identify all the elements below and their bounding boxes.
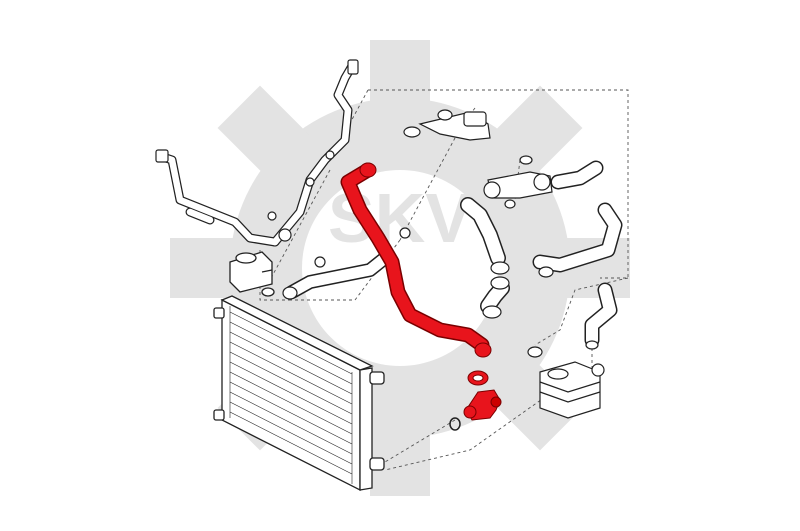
main-coolant-hose [340,162,492,358]
water-outlet-housing [483,155,553,209]
oil-cooler [539,361,605,419]
right-hoses [527,160,623,358]
hose-clamp [467,370,489,386]
heater-pipe-assembly [155,59,359,247]
expansion-tank [229,251,275,297]
t-connector [463,389,502,421]
thermostat-flange [403,109,491,141]
center-hose [460,197,510,319]
upper-left-hose [282,227,411,300]
radiator [213,295,385,492]
o-ring-seal [449,417,461,431]
